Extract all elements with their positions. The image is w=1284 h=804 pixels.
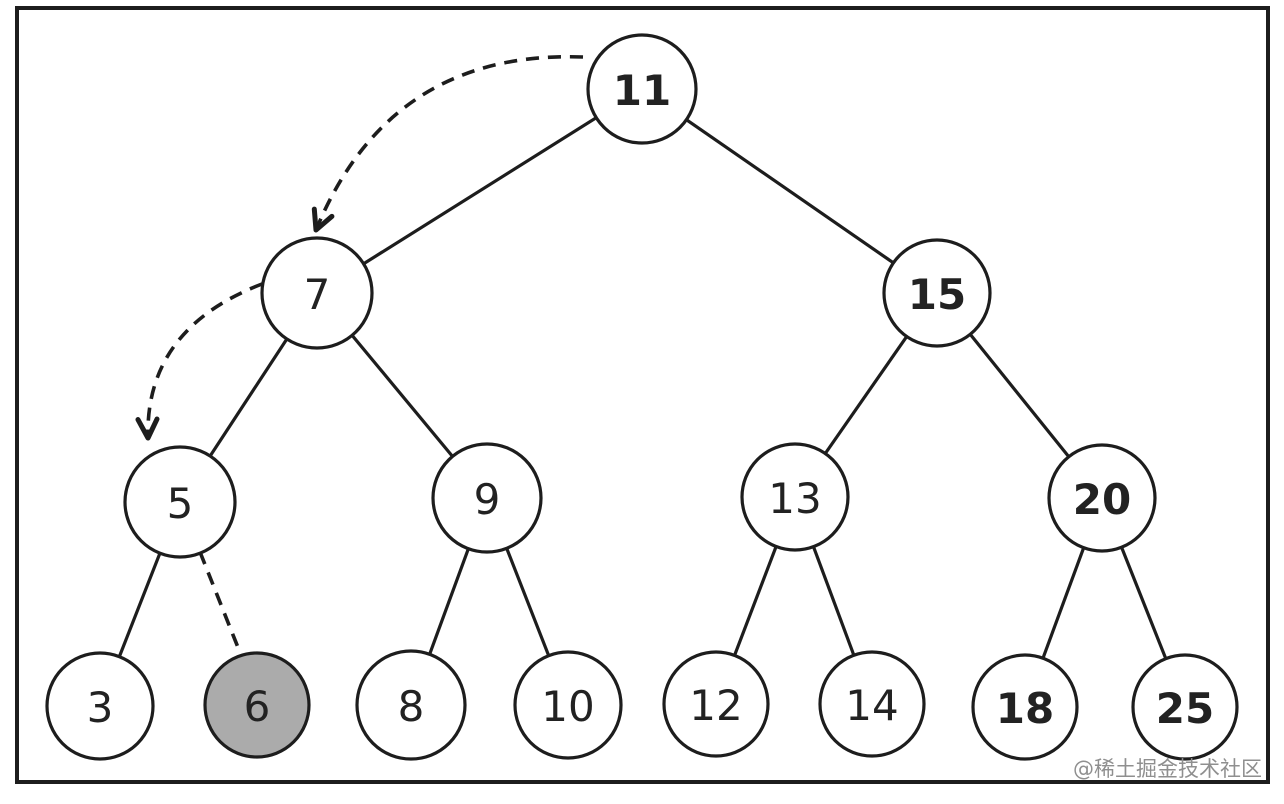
tree-node-13: 13 [740,442,850,552]
node-circle-7 [260,236,374,350]
node-label-9: 9 [474,475,501,524]
node-circle-6 [203,651,311,759]
tree-node-20: 20 [1047,443,1157,553]
tree-node-3: 3 [45,651,155,761]
node-circle-11 [586,33,698,145]
dashed-straight-layer [198,551,241,651]
arrowhead-descend-7-to-5 [135,416,160,441]
tree-node-14: 14 [818,650,926,758]
node-label-13: 13 [768,474,821,523]
node-label-25: 25 [1156,684,1214,733]
node-label-11: 11 [613,66,671,115]
node-circle-15 [882,238,992,348]
node-label-7: 7 [304,270,331,319]
node-circle-3 [45,651,155,761]
node-circle-5 [123,445,237,559]
arrowhead-descend-11-to-7 [311,206,335,233]
tree-node-18: 18 [971,653,1079,761]
node-label-15: 15 [908,270,966,319]
tree-node-6: 6 [203,651,311,759]
dashed-arrows-layer [135,54,584,441]
node-label-3: 3 [87,683,114,732]
node-circle-20 [1047,443,1157,553]
edge-11-15 [641,87,938,295]
watermark-text: @稀土掘金技术社区 [1073,757,1262,781]
tree-node-10: 10 [513,650,623,760]
tree-node-5: 5 [123,445,237,559]
node-label-12: 12 [689,681,742,730]
edges-layer [98,87,1187,708]
node-label-5: 5 [167,479,194,528]
tree-node-7: 7 [260,236,374,350]
dashed-descend-7-to-5 [146,282,263,439]
dashed-link-5-to-6 [198,551,241,651]
tree-node-12: 12 [662,650,770,758]
node-label-14: 14 [845,681,898,730]
tree-node-9: 9 [431,442,543,554]
node-circle-25 [1131,653,1239,761]
node-label-20: 20 [1073,475,1131,524]
node-label-18: 18 [996,684,1054,733]
tree-node-15: 15 [882,238,992,348]
node-circle-14 [818,650,926,758]
node-circle-18 [971,653,1079,761]
tree-node-8: 8 [355,649,467,761]
node-label-6: 6 [244,682,271,731]
node-label-10: 10 [541,682,594,731]
tree-node-11: 11 [586,33,698,145]
node-circle-8 [355,649,467,761]
diagram-border [15,6,1270,784]
dashed-descend-11-to-7 [314,54,584,231]
node-circle-13 [740,442,850,552]
node-circle-9 [431,442,543,554]
nodes-layer: 11 7 15 5 9 13 20 3 6 8 10 12 14 18 25 [45,33,1239,761]
node-label-8: 8 [398,682,425,731]
node-circle-12 [662,650,770,758]
edge-11-7 [316,87,643,295]
tree-node-25: 25 [1131,653,1239,761]
node-circle-10 [513,650,623,760]
